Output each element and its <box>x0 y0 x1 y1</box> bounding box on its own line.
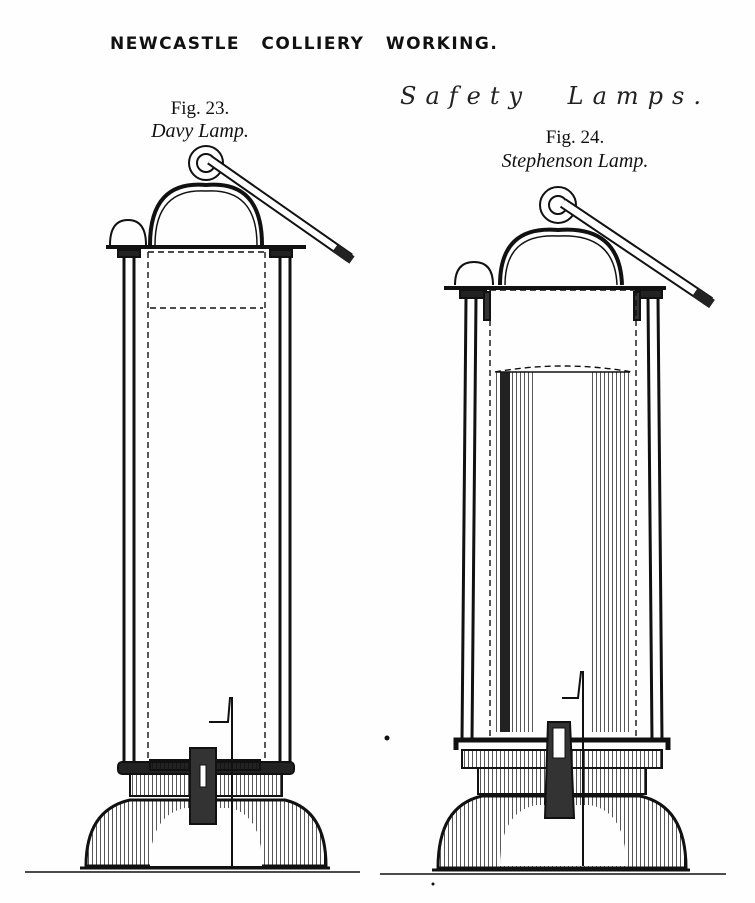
fig-23-label: Fig. 23. <box>170 98 230 119</box>
plate-title: NEWCASTLE COLLIERY WORKING. <box>110 34 499 54</box>
stephenson-lamp <box>380 186 726 886</box>
fig-24-name: Stephenson Lamp. <box>501 150 649 172</box>
davy-lamp <box>25 145 360 873</box>
fig-23-name: Davy Lamp. <box>151 120 249 142</box>
plate-subtitle: Safety Lamps. <box>400 82 710 110</box>
fig-24-label: Fig. 24. <box>545 127 605 148</box>
